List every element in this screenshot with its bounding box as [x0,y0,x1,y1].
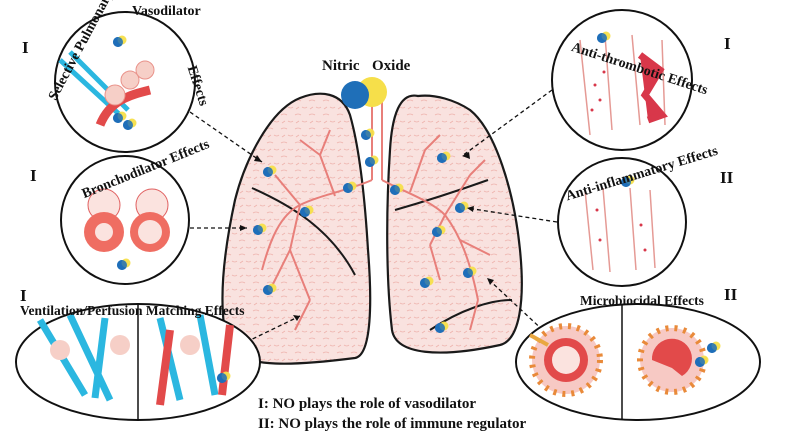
lungs [221,77,523,365]
roman-numeral: I [30,166,37,185]
roman-numeral: I [20,286,27,305]
panel-anti-thrombotic [551,9,693,151]
selective-pulmonary-title-2: Vasodilator [132,4,201,19]
connector-arrows [189,89,558,346]
roman-numeral: I [724,34,731,53]
nitric-oxide-label-1: Nitric [322,58,360,74]
panel-selective-pulmonary [54,11,196,153]
roman-numeral: II [724,285,738,304]
nitric-oxide-molecule [341,77,387,109]
legend-line-2: II: NO plays the role of immune regulato… [258,416,527,432]
panel-microbiocidal [515,303,761,421]
nitric-oxide-label-2: Oxide [372,58,411,74]
roman-numeral: II [720,168,734,187]
microbiocidal-title: Microbiocidal Effects [580,293,704,308]
panel-anti-inflammatory [557,157,687,287]
legend-line-1: I: NO plays the role of vasodilator [258,396,477,412]
ventilation-perfusion-title: Ventilation/Perfusion Matching Effects [20,303,245,318]
panel-bronchodilator [60,155,190,285]
arrowheads [240,152,494,321]
roman-numeral: I [22,38,29,57]
right-lung [386,94,523,354]
panel-ventilation-perfusion [15,303,261,421]
